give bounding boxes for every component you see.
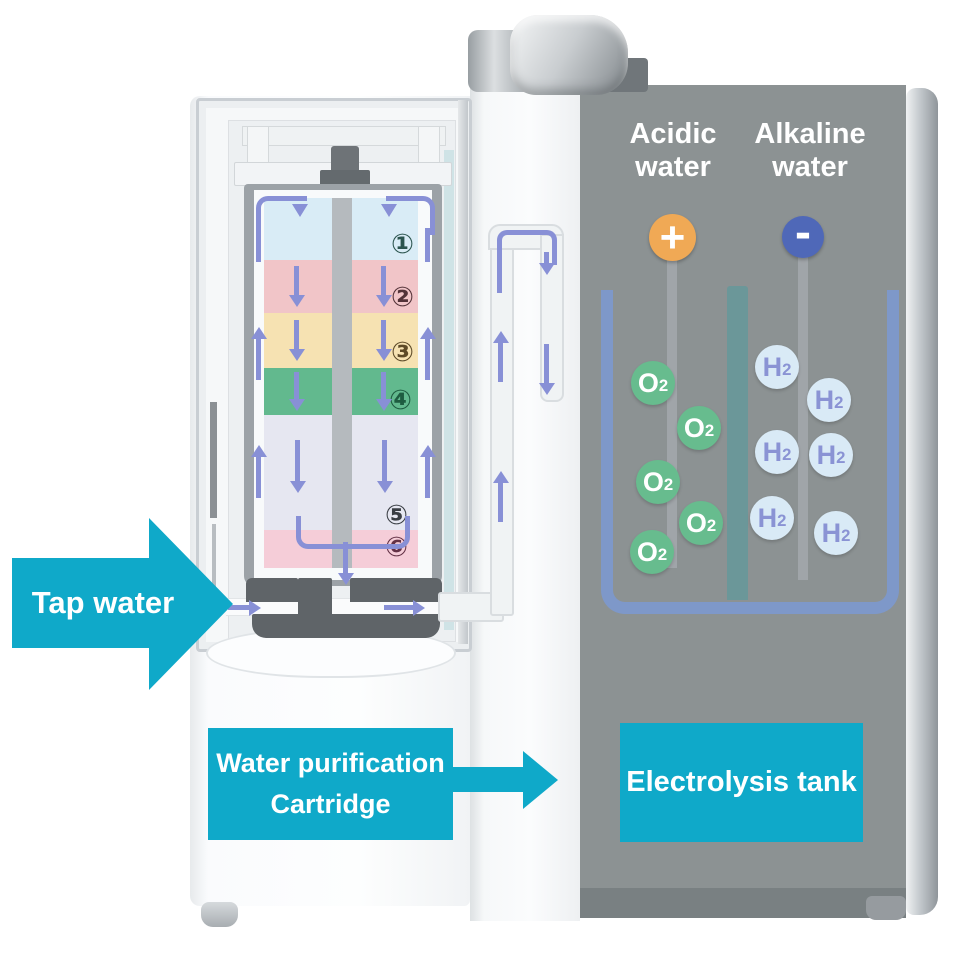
device-foot-left	[201, 902, 238, 927]
frame-slot	[210, 402, 217, 518]
cartridge-cap	[331, 146, 359, 174]
cartridge-base-block-right	[350, 578, 442, 602]
layer-number-2: ②	[391, 282, 414, 313]
acidic-water-label: Acidic water	[629, 118, 717, 183]
electrode-rod-positive	[667, 238, 677, 568]
chrome-side-band	[906, 88, 938, 915]
flow-arrow-down-icon	[288, 372, 305, 411]
electrolysis-label-box: Electrolysis tank	[620, 723, 863, 842]
flow-arrow-up-icon	[419, 445, 436, 498]
panel-bottom-strip	[580, 888, 906, 918]
connector-arrow-head-icon	[523, 751, 558, 809]
flow-inlet-bend-right-icon	[386, 196, 435, 235]
flow-arrow-right-icon	[384, 599, 425, 616]
flow-arrow-down-icon	[292, 204, 308, 217]
flow-arrow-up-icon	[250, 327, 267, 380]
flow-arrow-up-icon	[492, 331, 509, 382]
flow-arrow-right-icon	[228, 599, 261, 616]
flow-arrow-down-icon	[289, 440, 306, 493]
device-foot-right	[866, 896, 906, 920]
flow-arrow-down-icon	[376, 440, 393, 493]
flow-arrow-down-icon	[381, 204, 397, 217]
layer-number-1: ①	[391, 229, 414, 260]
flow-arrow-down-icon	[375, 266, 392, 307]
electrode-negative: -	[782, 206, 824, 259]
flow-arrow-down-icon	[288, 320, 305, 361]
window-recess-shading	[444, 150, 454, 630]
cartridge-hanger-bar	[242, 126, 446, 146]
spout-knob	[510, 15, 628, 95]
flow-arrow-down-icon	[538, 344, 555, 395]
window-frame-edge	[458, 100, 468, 644]
flow-inlet-bend-left-icon	[256, 196, 307, 235]
tap-water-arrow-head-icon	[149, 518, 233, 690]
tap-water-arrow	[12, 558, 149, 648]
flow-line-icon	[425, 228, 430, 262]
pipe-riser	[490, 234, 514, 616]
flow-arrow-down-icon	[538, 252, 555, 275]
flow-arrow-down-icon	[375, 320, 392, 361]
electrode-positive: +	[649, 213, 696, 262]
flow-collector-icon	[296, 516, 410, 549]
flow-arrow-down-icon	[375, 372, 392, 411]
electrode-rod-negative	[798, 238, 808, 580]
tap-water-label: Tap water	[31, 585, 175, 620]
cartridge-base-strip	[252, 614, 440, 638]
alkaline-water-label: Alkaline water	[754, 118, 866, 183]
flow-arrow-up-icon	[250, 445, 267, 498]
cartridge-cap-flange	[320, 170, 370, 186]
flow-line-icon	[256, 228, 261, 262]
cartridge-base-block-left	[246, 578, 298, 602]
flow-arrow-down-icon	[337, 542, 354, 585]
flow-pipe-bend-icon	[497, 230, 557, 265]
cartridge-label-box: Water purification Cartridge	[208, 728, 453, 840]
layer-number-4: ④	[389, 385, 412, 416]
connector-arrow	[452, 767, 523, 792]
tank-divider	[727, 286, 748, 600]
flow-arrow-down-icon	[288, 266, 305, 307]
flow-arrow-up-icon	[419, 327, 436, 380]
flow-line-icon	[497, 257, 502, 293]
cartridge-center-post	[332, 198, 352, 568]
flow-arrow-up-icon	[492, 471, 509, 522]
tank-wall	[601, 290, 899, 614]
layer-number-3: ③	[391, 337, 414, 368]
